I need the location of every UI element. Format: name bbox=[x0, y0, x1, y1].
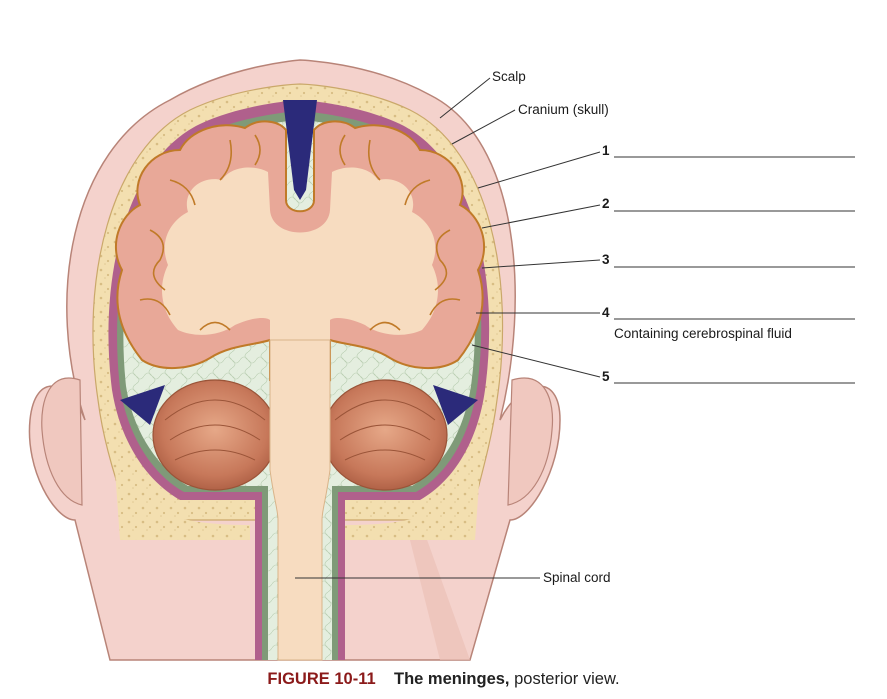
label-1: 1 bbox=[477, 143, 855, 189]
spinal-cord bbox=[269, 339, 331, 661]
cerebellum bbox=[152, 379, 448, 491]
label-spinal-cord: Spinal cord bbox=[295, 570, 611, 585]
caption-title: The meninges, bbox=[393, 670, 510, 688]
svg-text:2: 2 bbox=[602, 196, 610, 211]
svg-text:1: 1 bbox=[602, 143, 610, 158]
caption-rest: posterior view. bbox=[509, 670, 620, 688]
caption-figure-number: FIGURE 10-11 bbox=[267, 670, 376, 688]
label-5: 5 bbox=[471, 344, 855, 384]
figure-caption: FIGURE 10-11 The meninges, posterior vie… bbox=[0, 670, 887, 689]
cerebrum bbox=[114, 120, 486, 381]
label-2: 2 bbox=[481, 196, 855, 229]
svg-text:Cranium (skull): Cranium (skull) bbox=[518, 102, 609, 117]
svg-text:Spinal cord: Spinal cord bbox=[543, 570, 611, 585]
svg-text:5: 5 bbox=[602, 369, 610, 384]
label-4: 4 Containing cerebrospinal fluid bbox=[476, 305, 855, 341]
label-scalp: Scalp bbox=[439, 69, 526, 119]
svg-text:Scalp: Scalp bbox=[492, 69, 526, 84]
svg-text:3: 3 bbox=[602, 252, 610, 267]
label-cranium: Cranium (skull) bbox=[451, 102, 609, 145]
venous-sinus bbox=[120, 100, 478, 425]
svg-text:4: 4 bbox=[602, 305, 610, 320]
label-3: 3 bbox=[481, 252, 855, 269]
svg-text:Containing cerebrospinal fluid: Containing cerebrospinal fluid bbox=[614, 326, 792, 341]
